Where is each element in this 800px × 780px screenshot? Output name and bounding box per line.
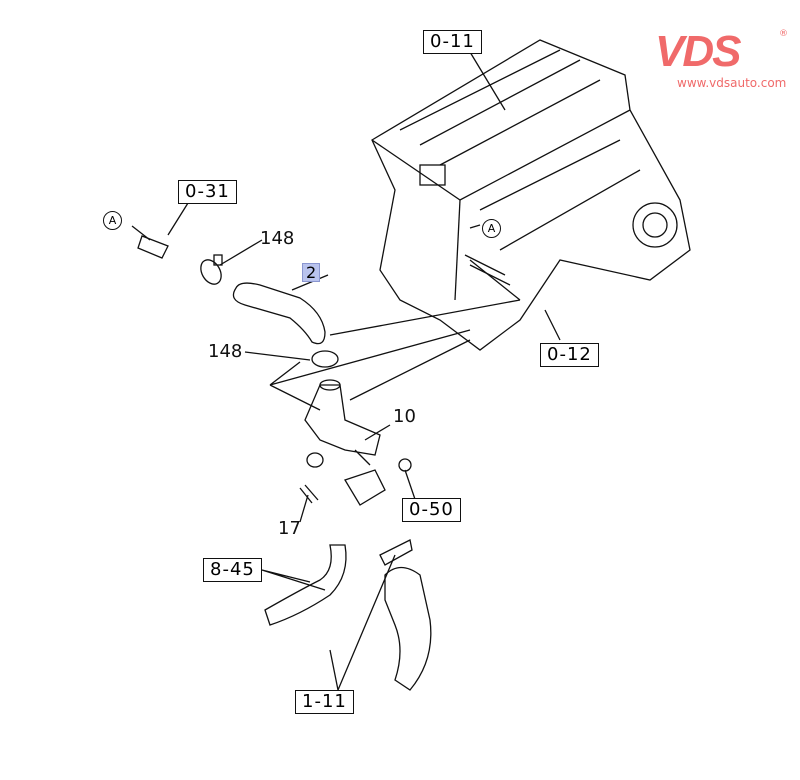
ref-box-1-11[interactable]: 1-11 xyxy=(295,690,354,714)
part-label-housing-10[interactable]: 10 xyxy=(393,406,416,427)
part-label-clamp-148-bottom[interactable]: 148 xyxy=(208,341,243,362)
engine-block xyxy=(371,39,691,351)
part-label-bolt-17[interactable]: 17 xyxy=(278,518,301,539)
ref-box-0-11[interactable]: 0-11 xyxy=(423,30,482,54)
marker-a-left: A xyxy=(103,211,122,230)
ref-box-8-45[interactable]: 8-45 xyxy=(203,558,262,582)
ref-box-0-50[interactable]: 0-50 xyxy=(402,498,461,522)
small-hose-part xyxy=(137,235,223,285)
hose-2 xyxy=(232,282,326,345)
ref-box-0-12[interactable]: 0-12 xyxy=(540,343,599,367)
part-label-clamp-148-top[interactable]: 148 xyxy=(260,228,295,249)
ref-box-0-31[interactable]: 0-31 xyxy=(178,180,237,204)
vds-logo: VDS xyxy=(655,27,741,76)
marker-a-engine: A xyxy=(482,219,501,238)
thermostat-housing xyxy=(299,379,412,506)
part-label-hose-highlighted[interactable]: 2 xyxy=(302,263,321,282)
logo-url: www.vdsauto.com xyxy=(677,76,787,90)
registered-mark: ® xyxy=(779,29,788,39)
